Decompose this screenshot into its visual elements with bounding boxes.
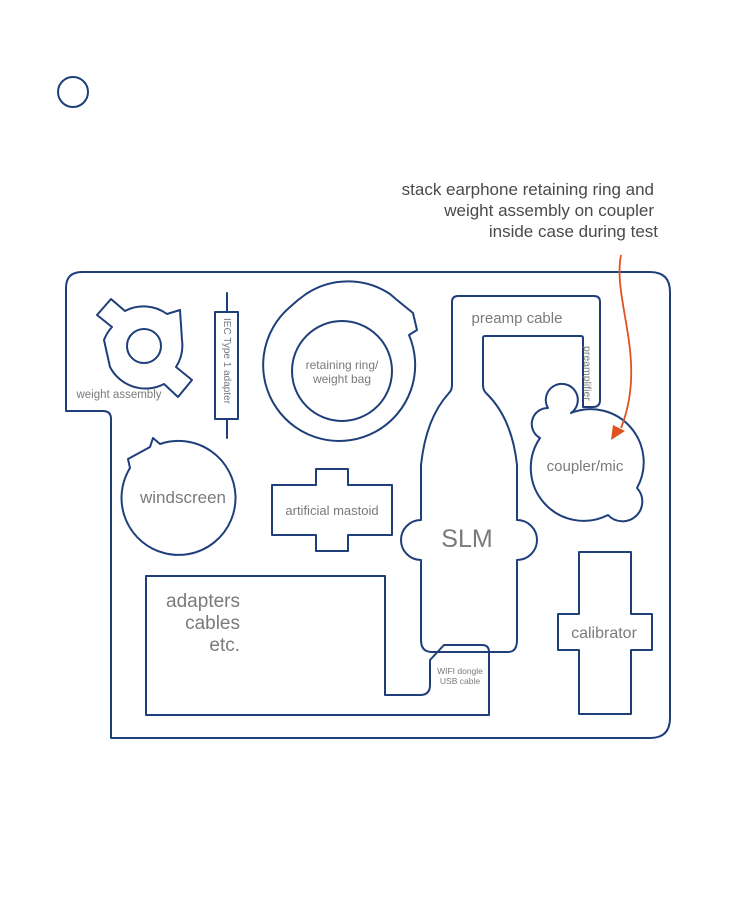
annotation-arrow-head xyxy=(611,425,625,440)
weight-assembly-cutout xyxy=(97,299,192,397)
artificial-mastoid-label: artificial mastoid xyxy=(285,503,378,518)
annotation-arrow-line xyxy=(620,255,632,428)
iec-adapter-label: IEC Type 1 adapter xyxy=(221,318,232,405)
annotation-line-3: inside case during test xyxy=(489,222,658,241)
slm-label: SLM xyxy=(441,525,492,553)
weight-assembly-hole xyxy=(127,329,161,363)
etc-label: etc. xyxy=(209,635,240,656)
annotation-line-2: weight assembly on coupler xyxy=(443,201,654,220)
calibrator-label: calibrator xyxy=(571,625,637,642)
windscreen-label: windscreen xyxy=(139,488,226,507)
step-marker-circle xyxy=(58,77,88,107)
weight-assembly-label: weight assembly xyxy=(75,389,161,401)
retaining-ring-label-2: weight bag xyxy=(312,372,371,386)
preamp-cable-label: preamp cable xyxy=(472,310,563,327)
coupler-mic-cutout xyxy=(531,384,644,521)
usb-cable-label: USB cable xyxy=(440,676,480,686)
annotation-line-1: stack earphone retaining ring and xyxy=(402,180,654,199)
cables-label: cables xyxy=(185,613,240,634)
wifi-dongle-label: WIFI dongle xyxy=(437,666,483,676)
adapters-label: adapters xyxy=(166,591,240,612)
coupler-mic-label: coupler/mic xyxy=(547,458,624,475)
retaining-ring-label-1: retaining ring/ xyxy=(306,358,379,372)
preamplifier-label: preamplifier xyxy=(581,346,593,401)
